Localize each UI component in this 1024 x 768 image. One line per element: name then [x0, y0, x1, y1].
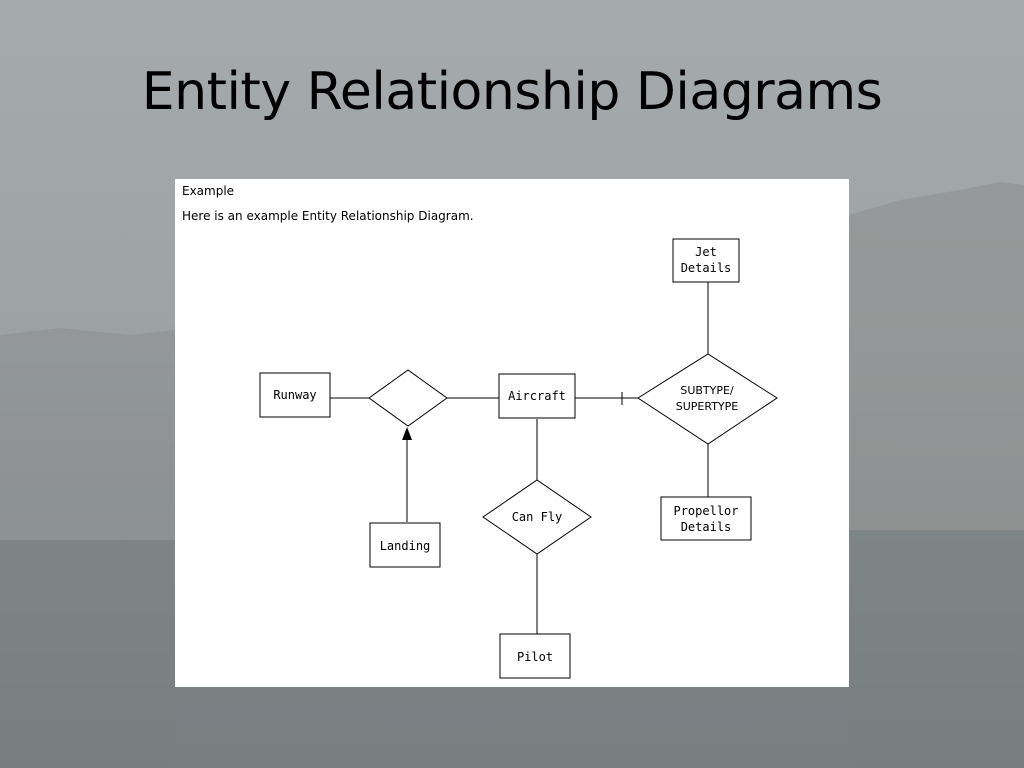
- slide-title: Entity Relationship Diagrams: [141, 62, 883, 122]
- relationship-subtype-line2: SUPERTYPE: [676, 400, 739, 413]
- entity-jet-details-line2: Details: [681, 261, 732, 275]
- entity-propellor-details-line2: Details: [681, 520, 732, 534]
- entity-landing-label: Landing: [380, 539, 431, 553]
- entity-pilot: [499, 633, 571, 679]
- entity-runway-label: Runway: [273, 388, 316, 402]
- entity-jet-details: [672, 238, 740, 283]
- figure-caption: Here is an example Entity Relationship D…: [182, 209, 474, 223]
- relationship-runway-aircraft: [368, 369, 448, 427]
- er-diagram: Runway Aircraft Landing Pilot Jet Detail…: [259, 238, 778, 679]
- entity-propellor-details-line1: Propellor: [673, 504, 738, 518]
- figure-heading: Example: [182, 184, 235, 198]
- entity-landing: [369, 522, 441, 568]
- entity-aircraft-label: Aircraft: [508, 389, 566, 403]
- relationship-subtype-line1: SUBTYPE/: [680, 384, 734, 397]
- relationship-can-fly-label: Can Fly: [512, 510, 563, 524]
- entity-jet-details-line1: Jet: [695, 245, 717, 259]
- entity-propellor-details: [660, 496, 752, 541]
- entity-runway: [259, 372, 331, 418]
- entity-aircraft: [498, 373, 576, 419]
- erd-figure: Example Here is an example Entity Relati…: [175, 179, 849, 687]
- entity-pilot-label: Pilot: [517, 650, 553, 664]
- relationship-subtype-supertype: [637, 353, 778, 445]
- arrowhead-icon: [402, 427, 412, 440]
- relationship-can-fly: [482, 479, 592, 555]
